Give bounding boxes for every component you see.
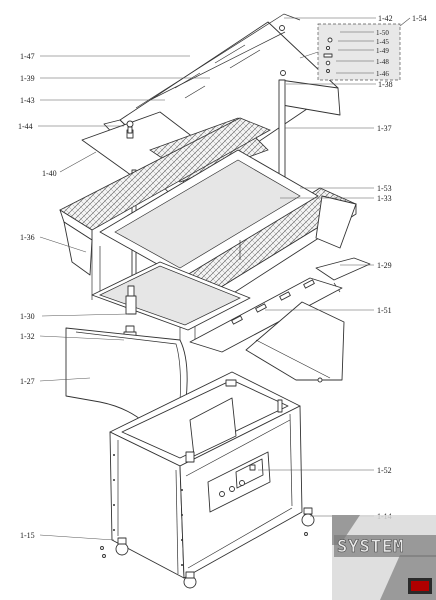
label-1-27: 1-27: [20, 377, 35, 386]
label-1-51: 1-51: [377, 306, 392, 315]
label-1-42: 1-42: [378, 14, 393, 23]
part-labels: 1-47 1-39 1-43 1-44 1-40 1-36 1-30 1-32 …: [18, 14, 427, 540]
caster-wheel-icon: [100, 507, 315, 589]
label-1-39: 1-39: [20, 74, 35, 83]
label-1-36: 1-36: [20, 233, 35, 242]
label-1-32: 1-32: [20, 332, 35, 341]
heater-plate-51: [189, 277, 343, 353]
label-1-47: 1-47: [20, 52, 35, 61]
label-1-38: 1-38: [378, 80, 393, 89]
label-1-33: 1-33: [377, 194, 392, 203]
label-1-50: 1-50: [376, 29, 389, 37]
label-1-43: 1-43: [20, 96, 35, 105]
label-1-29: 1-29: [377, 261, 392, 270]
label-1-45: 1-45: [376, 38, 389, 46]
label-1-30: 1-30: [20, 312, 35, 321]
control-panel: [207, 451, 271, 513]
system-watermark-logo: SYSTEM: [332, 515, 436, 600]
leader-lines: [38, 17, 411, 541]
well-frame-assembly: [59, 117, 357, 340]
label-1-52: 1-52: [377, 466, 392, 475]
watermark-brand-text: SYSTEM: [337, 537, 404, 557]
label-1-49: 1-49: [376, 47, 389, 55]
detail-callout-box: [299, 23, 401, 81]
label-1-37: 1-37: [377, 124, 392, 133]
label-1-15: 1-15: [20, 531, 35, 540]
label-1-53: 1-53: [377, 184, 392, 193]
label-1-46: 1-46: [376, 70, 389, 78]
label-1-44: 1-44: [18, 122, 33, 131]
label-1-40: 1-40: [42, 169, 57, 178]
screw-icon: [126, 25, 286, 134]
label-1-48: 1-48: [376, 58, 389, 66]
label-1-54: 1-54: [412, 14, 427, 23]
cabinet-base: [109, 371, 303, 579]
